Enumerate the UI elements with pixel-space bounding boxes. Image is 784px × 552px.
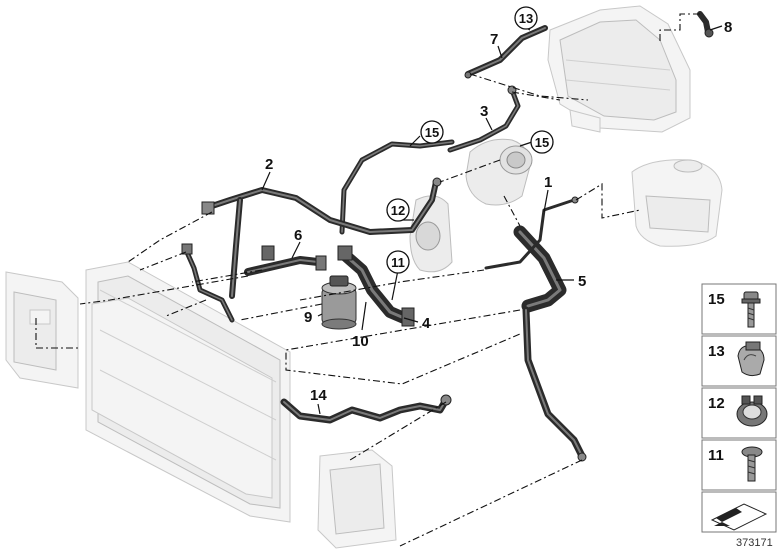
svg-text:12: 12 [391, 203, 405, 218]
callout-11: 11 [386, 250, 410, 274]
expansion-tank-ghost [631, 159, 723, 247]
legend-item-11: 11 [701, 439, 777, 491]
legend-item-15: 15 [701, 283, 777, 335]
charge-air-cooler-ghost [547, 5, 691, 133]
reference-lines [35, 13, 700, 547]
parts-legend: 15 13 12 [701, 283, 777, 533]
callout-4: 4 [422, 315, 431, 332]
leader-lines [261, 25, 723, 415]
callout-8: 8 [724, 19, 732, 36]
hose-4 [337, 245, 415, 327]
bottom-shroud-ghost [317, 449, 397, 549]
callout-9: 9 [304, 309, 312, 326]
callout-15-right: 15 [530, 130, 554, 154]
hose-5 [513, 225, 587, 462]
arrow-icon [710, 503, 768, 531]
callout-13: 13 [514, 6, 538, 30]
screw-icon [741, 446, 763, 482]
radiator-ghost [85, 261, 291, 523]
hose-7 [464, 25, 548, 79]
callout-6: 6 [294, 227, 302, 244]
bolt-icon [741, 291, 761, 328]
legend-number: 15 [708, 291, 725, 308]
callout-12: 12 [386, 198, 410, 222]
callout-10: 10 [352, 333, 369, 350]
callout-15-upper: 15 [420, 120, 444, 144]
electric-coolant-pump [321, 275, 357, 330]
svg-text:11: 11 [391, 255, 405, 270]
callout-3: 3 [480, 103, 488, 120]
callout-5: 5 [578, 273, 586, 290]
callout-14: 14 [310, 387, 327, 404]
hose-8 [697, 11, 714, 38]
callout-2: 2 [265, 156, 273, 173]
hose-14 [280, 394, 452, 424]
hose-1 [484, 196, 579, 270]
svg-text:13: 13 [519, 11, 533, 26]
svg-text:15: 15 [425, 125, 439, 140]
callout-7: 7 [490, 31, 498, 48]
hose-6 [244, 245, 327, 276]
svg-text:15: 15 [535, 135, 549, 150]
hose-left-vent [181, 243, 235, 323]
callout-1: 1 [544, 174, 552, 191]
hose-2 [201, 177, 442, 299]
direction-arrow-box [701, 491, 777, 533]
thermostat-housing [465, 138, 533, 206]
legend-item-13: 13 [701, 335, 777, 387]
legend-number: 12 [708, 395, 725, 412]
hose-upper-bypass [339, 139, 455, 235]
legend-number: 13 [708, 343, 725, 360]
legend-number: 11 [708, 447, 724, 464]
left-shroud-ghost [5, 271, 79, 389]
spring-clamp-icon [736, 395, 768, 427]
diagram-id: 373171 [736, 537, 773, 549]
auxiliary-pump-body [409, 195, 453, 273]
hose-clamp-icon [737, 341, 765, 377]
legend-item-12: 12 [701, 387, 777, 439]
